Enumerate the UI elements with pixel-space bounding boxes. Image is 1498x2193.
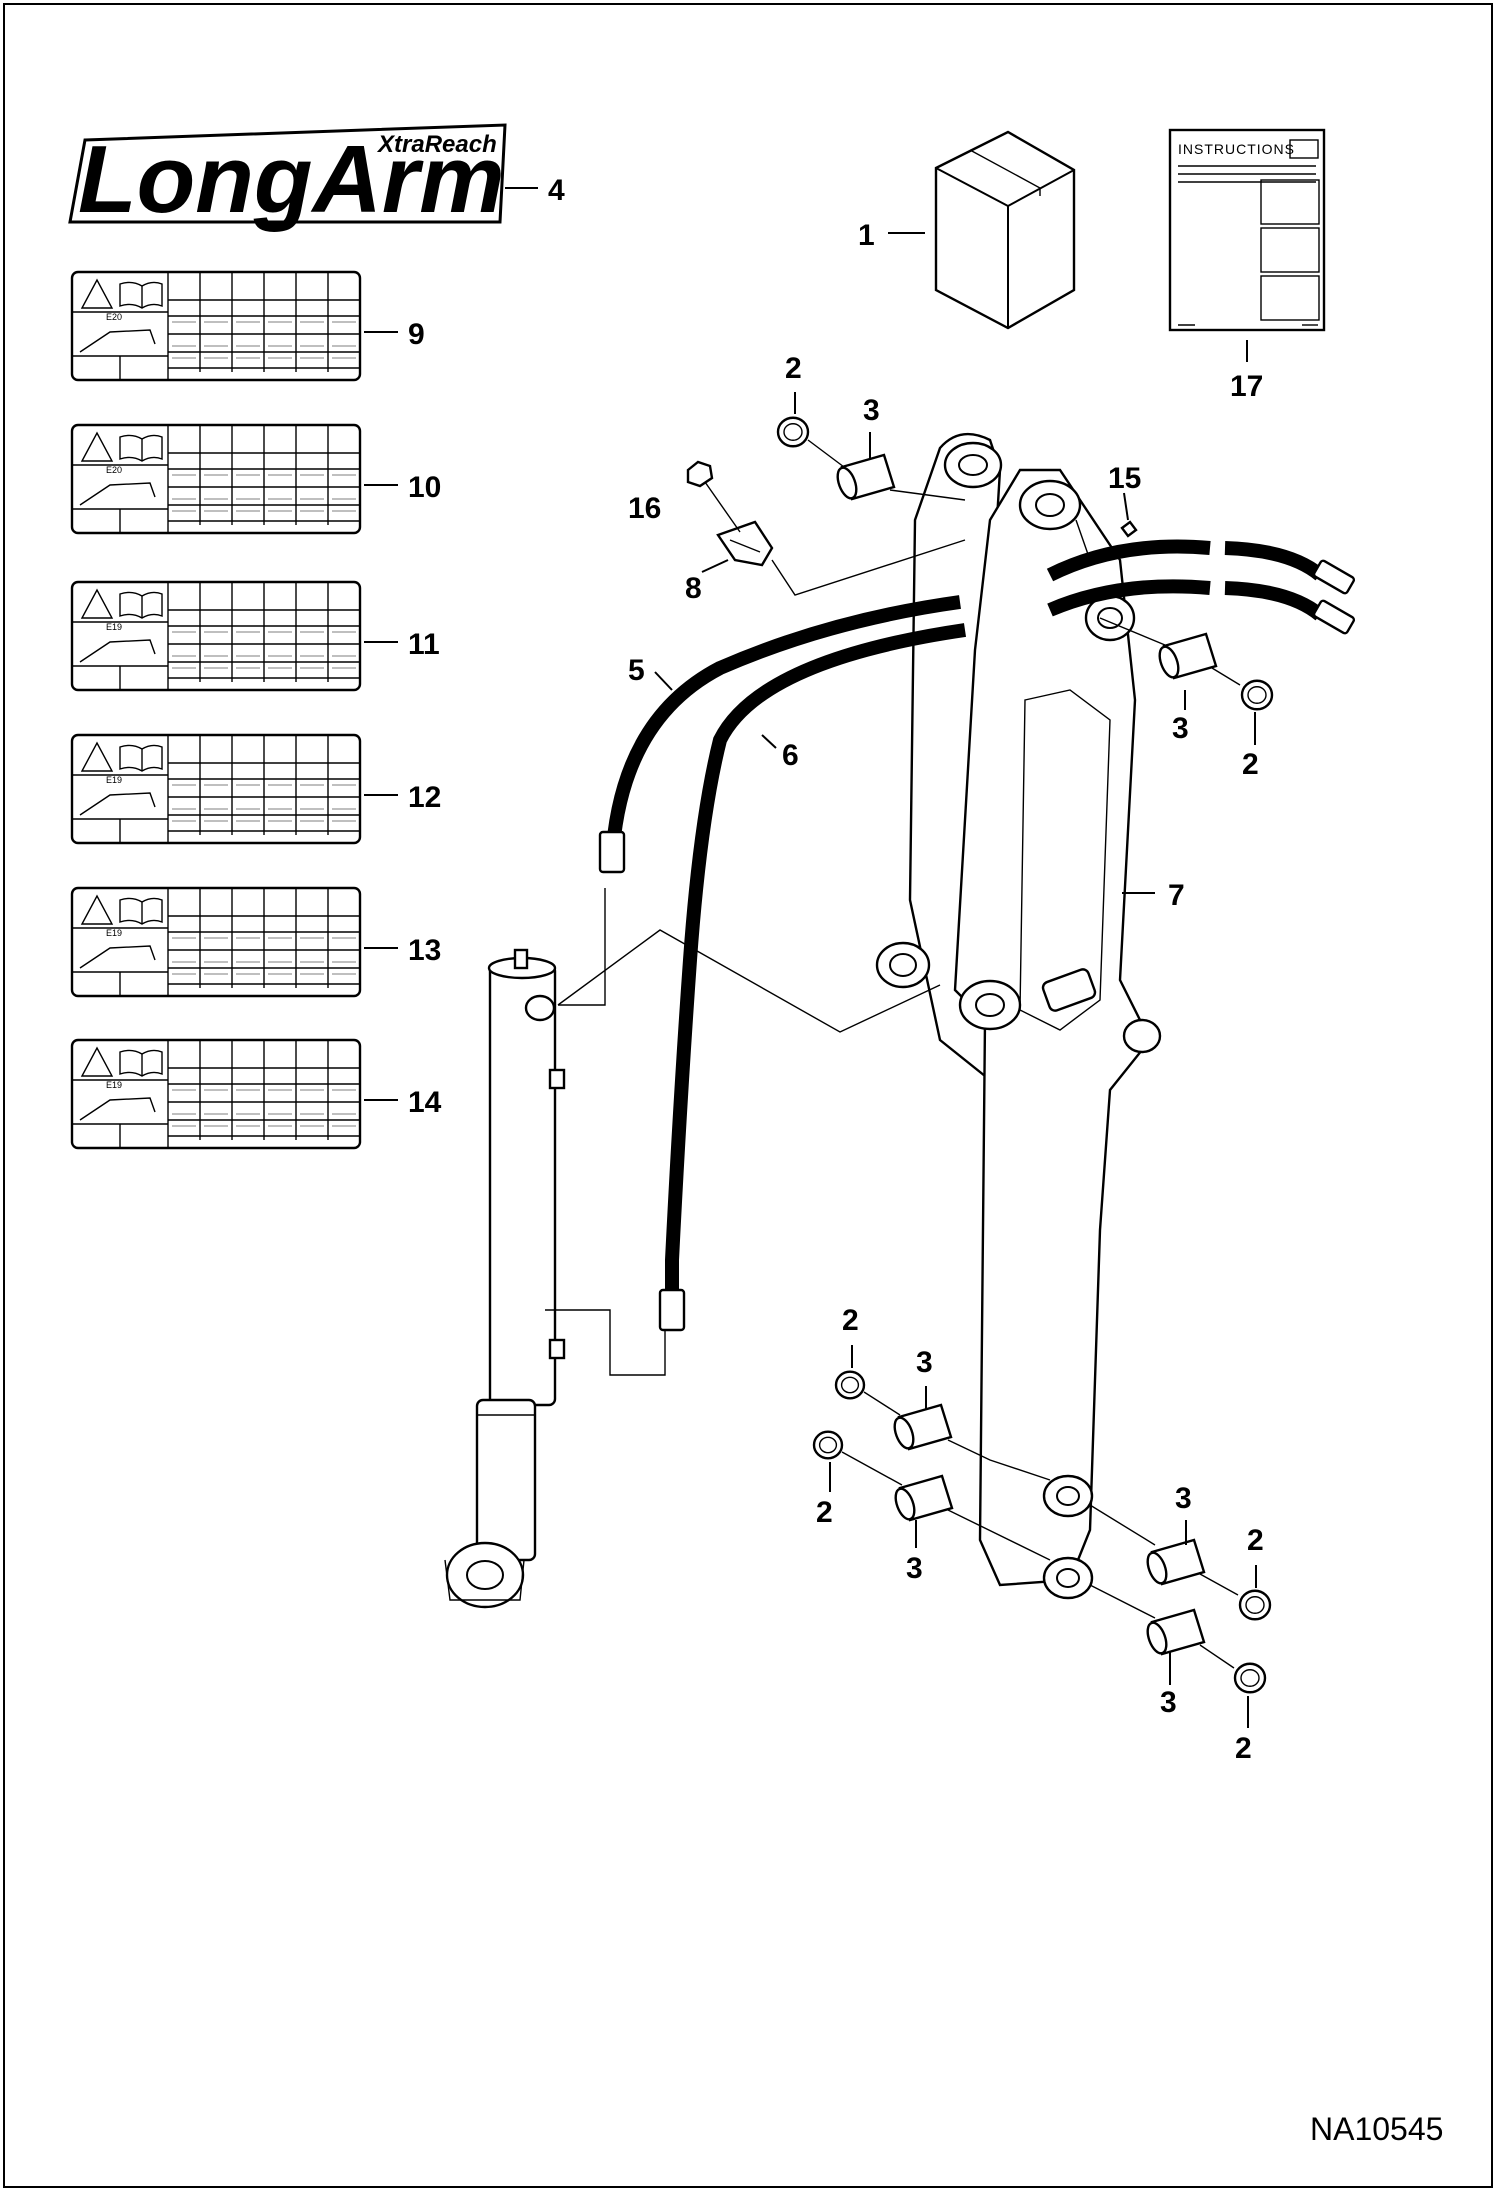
manual-book-icon	[119, 281, 163, 309]
callout-washer: 2	[1235, 1732, 1252, 1765]
washer	[812, 1430, 844, 1460]
longarm-logo: LongArm XtraReach	[68, 123, 507, 233]
warning-triangle-icon	[80, 894, 114, 925]
warning-triangle-icon	[80, 278, 114, 309]
decal-code: E19	[106, 1080, 122, 1090]
callout-bushing: 3	[1160, 1686, 1177, 1719]
decal-6: E19 14	[70, 1038, 442, 1150]
callout-hose-b: 6	[782, 739, 799, 772]
diagram-frame	[3, 3, 1493, 2188]
manual-book-icon	[119, 434, 163, 462]
decal-4: E19 12	[70, 733, 441, 845]
callout-bushing: 3	[916, 1346, 933, 1379]
manual-book-icon	[119, 1049, 163, 1077]
logo-sub-text: XtraReach	[376, 131, 497, 158]
hose-clamp	[716, 520, 966, 596]
hoses	[598, 529, 1356, 1332]
washer	[1238, 1589, 1272, 1621]
decal-code: E19	[106, 928, 122, 938]
manual-book-icon	[119, 744, 163, 772]
callout-clamp: 8	[685, 572, 702, 605]
bushing	[836, 453, 896, 501]
instructions-label: INSTRUCTIONS	[1178, 141, 1295, 157]
bolt	[686, 460, 741, 533]
warning-triangle-icon	[80, 1046, 114, 1077]
callout-washer: 2	[1242, 748, 1259, 781]
decal-code: E19	[106, 622, 122, 632]
callout-arm: 7	[1168, 879, 1185, 912]
callout-bushing: 3	[906, 1552, 923, 1585]
callout-bolt: 16	[628, 492, 661, 525]
callout-decal-5: 13	[408, 934, 441, 967]
washer	[834, 1370, 866, 1400]
callout-decal-1: 9	[408, 318, 425, 351]
callout-decal-3: 11	[408, 628, 440, 661]
kit-box	[934, 130, 1076, 330]
bushing	[893, 1403, 953, 1451]
decal-code: E20	[106, 465, 122, 475]
callout-decal-6: 14	[408, 1086, 442, 1119]
bushing	[1158, 632, 1218, 680]
callout-logo: 4	[548, 174, 565, 207]
decal-code: E20	[106, 312, 122, 322]
decal-code: E19	[106, 775, 122, 785]
washer	[1233, 1662, 1267, 1694]
bushing	[1146, 1538, 1206, 1586]
grease-fitting	[1075, 519, 1138, 561]
callout-washer: 2	[785, 352, 802, 385]
warning-triangle-icon	[80, 741, 114, 772]
decal-5: E19 13	[70, 886, 441, 998]
arm	[875, 432, 1162, 1600]
callout-bushing: 3	[1175, 1482, 1192, 1515]
washer	[776, 416, 810, 448]
pin-hardware: 2 3 3 2 2 3 2 3 3 2 3 2	[776, 352, 1274, 1765]
decal-1: E20 9	[70, 270, 425, 382]
logo-main-text: LongArm	[78, 126, 505, 233]
manual-book-icon	[119, 591, 163, 619]
callout-washer: 2	[1247, 1524, 1264, 1557]
decal-3: E19 11	[70, 580, 440, 692]
callout-decal-2: 10	[408, 471, 441, 504]
decal-2: E20 10	[70, 423, 441, 535]
document-id: NA10545	[1310, 2111, 1443, 2147]
callout-decal-4: 12	[408, 781, 441, 814]
warning-triangle-icon	[80, 431, 114, 462]
washer	[1240, 679, 1274, 711]
bushing	[894, 1474, 954, 1522]
instructions-sheet: INSTRUCTIONS	[1168, 128, 1326, 332]
callout-bushing: 3	[1172, 712, 1189, 745]
callout-bushing: 3	[863, 394, 880, 427]
callout-hose-a: 5	[628, 654, 645, 687]
callout-washer: 2	[842, 1304, 859, 1337]
manual-book-icon	[119, 897, 163, 925]
bushing	[1146, 1608, 1206, 1656]
callout-instructions: 17	[1230, 370, 1263, 403]
callout-kit-box: 1	[858, 219, 875, 252]
callout-fitting: 15	[1108, 462, 1141, 495]
hydraulic-cylinder	[444, 948, 566, 1609]
callout-washer: 2	[816, 1496, 833, 1529]
warning-triangle-icon	[80, 588, 114, 619]
